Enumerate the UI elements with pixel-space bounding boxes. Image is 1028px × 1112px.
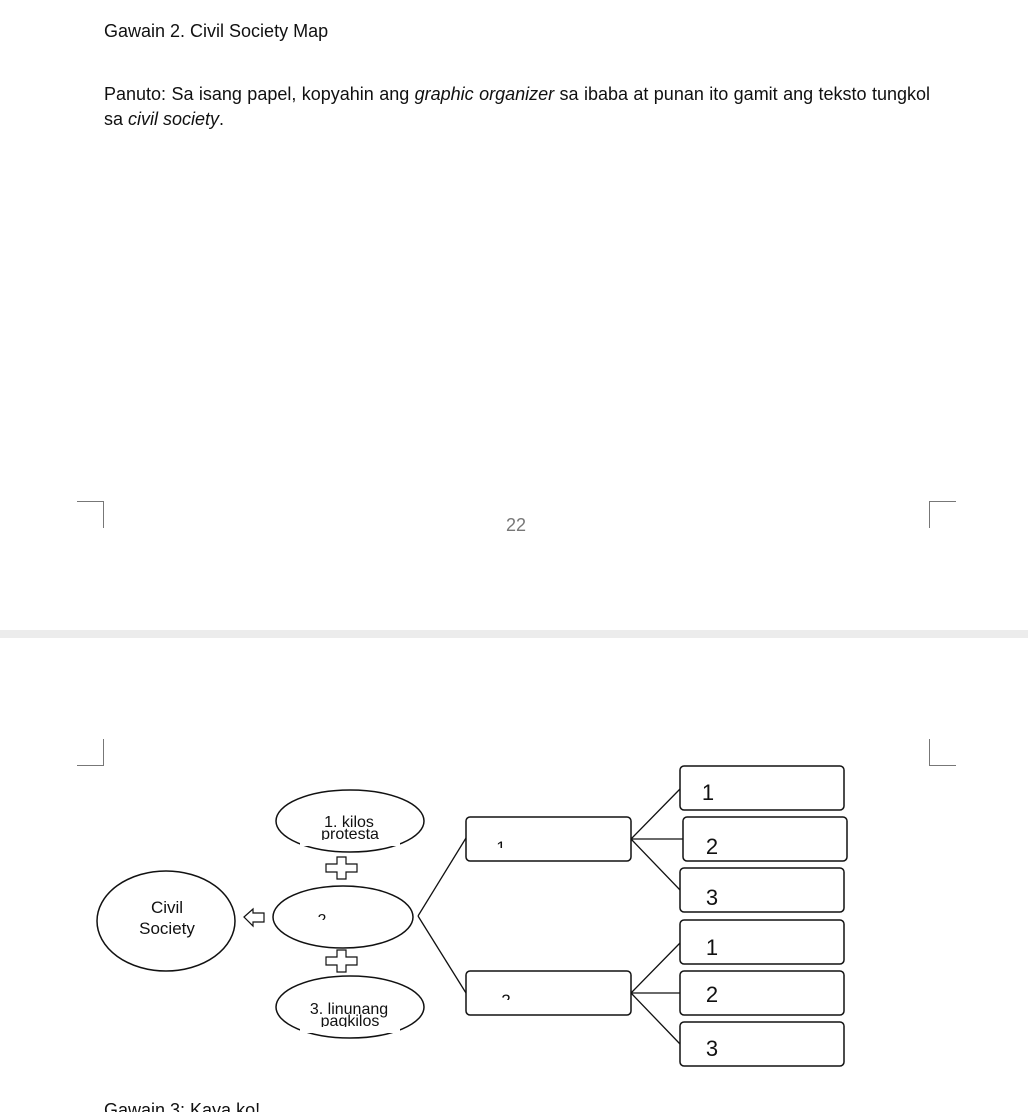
right-box-bottom-3-label: 3 (706, 1036, 718, 1061)
right-box-bottom-2-label: 2 (706, 982, 718, 1007)
civil-society-graphic-organizer: Civil Society 1. kilos protesta 2 3. lin… (96, 765, 848, 1067)
right-box-bottom-1-label: 1 (706, 935, 718, 960)
crop-mark-bottom-left (77, 501, 104, 528)
right-box-bottom-1 (679, 919, 845, 965)
middle-box-2 (465, 970, 632, 1016)
instruction-text-1: Panuto: Sa isang papel, kopyahin ang (104, 84, 415, 104)
instruction-text-2: sa ibaba at punan ito gamit ang teksto t… (104, 84, 930, 129)
right-box-bottom-2 (679, 970, 845, 1016)
oval-bottom-line1: 3. linunang (310, 1001, 388, 1018)
plus-icon (325, 856, 358, 880)
crop-mark-bottom-right (929, 501, 956, 528)
arrow-left-icon (243, 907, 265, 928)
document-page-1: Gawain 2. Civil Society Map Panuto: Sa i… (77, 21, 956, 535)
oval-top-line2: protesta (321, 826, 379, 843)
page-number: 22 (505, 515, 527, 535)
activity-heading: Gawain 2. Civil Society Map (104, 21, 329, 41)
connector-lines (417, 788, 683, 1045)
text-clip-bottom (300, 1027, 400, 1033)
instruction-italic-1: graphic organizer (414, 84, 555, 104)
oval-bottom-line2: pagkilos (321, 1013, 380, 1030)
right-box-top-1 (679, 765, 845, 811)
next-activity-heading: Gawain 3: Kaya ko! (104, 1100, 261, 1112)
text-clip-top (300, 840, 400, 846)
right-box-top-3 (679, 867, 845, 913)
right-box-bottom-3 (679, 1021, 845, 1067)
text-clip-box2 (495, 1000, 517, 1010)
text-clip-box1 (490, 848, 512, 858)
crop-mark-top-left (77, 739, 104, 766)
civil-society-label-line1: Civil (151, 898, 183, 917)
civil-society-oval (96, 870, 236, 972)
instruction-text-3: . (219, 109, 225, 129)
right-box-top-1-label: 1 (702, 780, 714, 805)
right-box-top-2 (682, 816, 848, 862)
right-box-top-3-label: 3 (706, 885, 718, 910)
right-box-top-2-label: 2 (706, 834, 718, 859)
text-clip-middle (312, 920, 334, 930)
oval-middle (272, 885, 414, 949)
instruction-paragraph: Panuto: Sa isang papel, kopyahin ang gra… (104, 82, 930, 132)
civil-society-label-line2: Society (139, 919, 195, 938)
oval-lipunang-pagkilos (275, 975, 425, 1039)
oval-kilos-protesta (275, 789, 425, 853)
instruction-italic-2: civil society (128, 109, 220, 129)
oval-top-line1: 1. kilos (324, 814, 374, 831)
plus-icon (325, 949, 358, 973)
middle-box-1-label: 1 (496, 838, 505, 857)
crop-mark-top-right (929, 739, 956, 766)
document-page-2: Civil Society 1. kilos protesta 2 3. lin… (0, 638, 1028, 1112)
page-separator (0, 630, 1028, 638)
